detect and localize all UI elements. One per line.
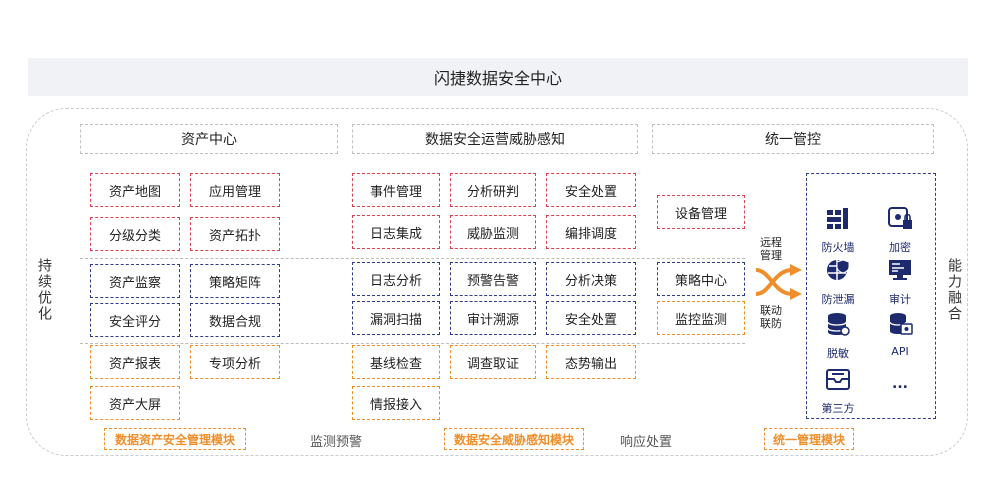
device-firewall: 防火墙 xyxy=(808,205,868,255)
outer-frame xyxy=(26,108,968,456)
third-party-icon xyxy=(826,369,850,390)
box-device-management: 设备管理 xyxy=(657,195,745,229)
side-caption-right: 能力融合 xyxy=(946,258,962,322)
header-asset-center: 资产中心 xyxy=(80,124,338,154)
box-orchestration: 编排调度 xyxy=(546,215,636,249)
box-analysis-judgment: 分析研判 xyxy=(450,173,536,207)
label-monitor-warning: 监测预警 xyxy=(310,435,363,450)
device-leak-prevention: 防泄漏 xyxy=(808,257,868,307)
box-audit-trace: 审计溯源 xyxy=(450,301,536,335)
header-unified-control: 统一管控 xyxy=(652,124,934,154)
box-threat-monitoring: 威胁监测 xyxy=(450,215,536,249)
side-caption-left: 持续优化 xyxy=(36,258,52,322)
box-policy-center: 策略中心 xyxy=(657,262,745,296)
box-asset-report: 资产报表 xyxy=(90,345,180,379)
header-threat-ops: 数据安全运营威胁感知 xyxy=(352,124,638,154)
device-third-party: 第三方 xyxy=(808,366,868,416)
box-intel-access: 情报接入 xyxy=(352,386,440,420)
device-more: ... xyxy=(870,372,930,392)
box-situation-output: 态势输出 xyxy=(546,345,636,379)
linkage-defense-label: 联动 联防 xyxy=(760,304,782,330)
box-monitor-detect: 监控监测 xyxy=(657,301,745,335)
box-baseline-check: 基线检查 xyxy=(352,345,440,379)
crossing-arrows-icon xyxy=(755,264,802,300)
separator-lower xyxy=(80,343,745,344)
device-masking: 脱敏 xyxy=(808,311,868,361)
api-icon xyxy=(889,313,913,335)
device-encryption: 加密 xyxy=(870,205,930,255)
module-unified-management: 统一管理模块 xyxy=(764,428,854,450)
device-api: API xyxy=(870,311,930,358)
leak-prevention-icon xyxy=(827,259,850,280)
box-log-integration: 日志集成 xyxy=(352,215,440,249)
label-response-disposal: 响应处置 xyxy=(620,435,673,450)
audit-icon xyxy=(889,260,911,280)
box-event-management: 事件管理 xyxy=(352,173,440,207)
box-analysis-decision: 分析决策 xyxy=(546,262,636,296)
more-icon: ... xyxy=(892,376,908,392)
box-vuln-scan: 漏洞扫描 xyxy=(352,301,440,335)
box-asset-dashboard: 资产大屏 xyxy=(90,386,180,420)
device-audit: 审计 xyxy=(870,257,930,307)
box-asset-monitoring: 资产监察 xyxy=(90,264,180,298)
box-special-analysis: 专项分析 xyxy=(190,345,280,379)
box-data-compliance: 数据合规 xyxy=(190,303,280,337)
firewall-icon xyxy=(827,208,848,229)
box-log-analysis: 日志分析 xyxy=(352,262,440,296)
box-early-warning: 预警告警 xyxy=(450,262,536,296)
page-title: 闪捷数据安全中心 xyxy=(28,58,968,96)
box-security-disposal: 安全处置 xyxy=(546,173,636,207)
masking-icon xyxy=(827,313,850,336)
box-classification: 分级分类 xyxy=(90,217,180,251)
box-policy-matrix: 策略矩阵 xyxy=(190,264,280,298)
box-security-score: 安全评分 xyxy=(90,303,180,337)
encryption-icon xyxy=(888,207,912,229)
box-asset-topology: 资产拓扑 xyxy=(190,217,280,251)
module-asset-management: 数据资产安全管理模块 xyxy=(104,428,246,450)
remote-management-label: 远程 管理 xyxy=(760,236,782,262)
separator-upper xyxy=(80,258,745,259)
box-asset-map: 资产地图 xyxy=(90,173,180,207)
module-threat-perception: 数据安全威胁感知模块 xyxy=(444,428,584,450)
box-app-management: 应用管理 xyxy=(190,173,280,207)
box-security-disposal-2: 安全处置 xyxy=(546,301,636,335)
box-forensics: 调查取证 xyxy=(450,345,536,379)
